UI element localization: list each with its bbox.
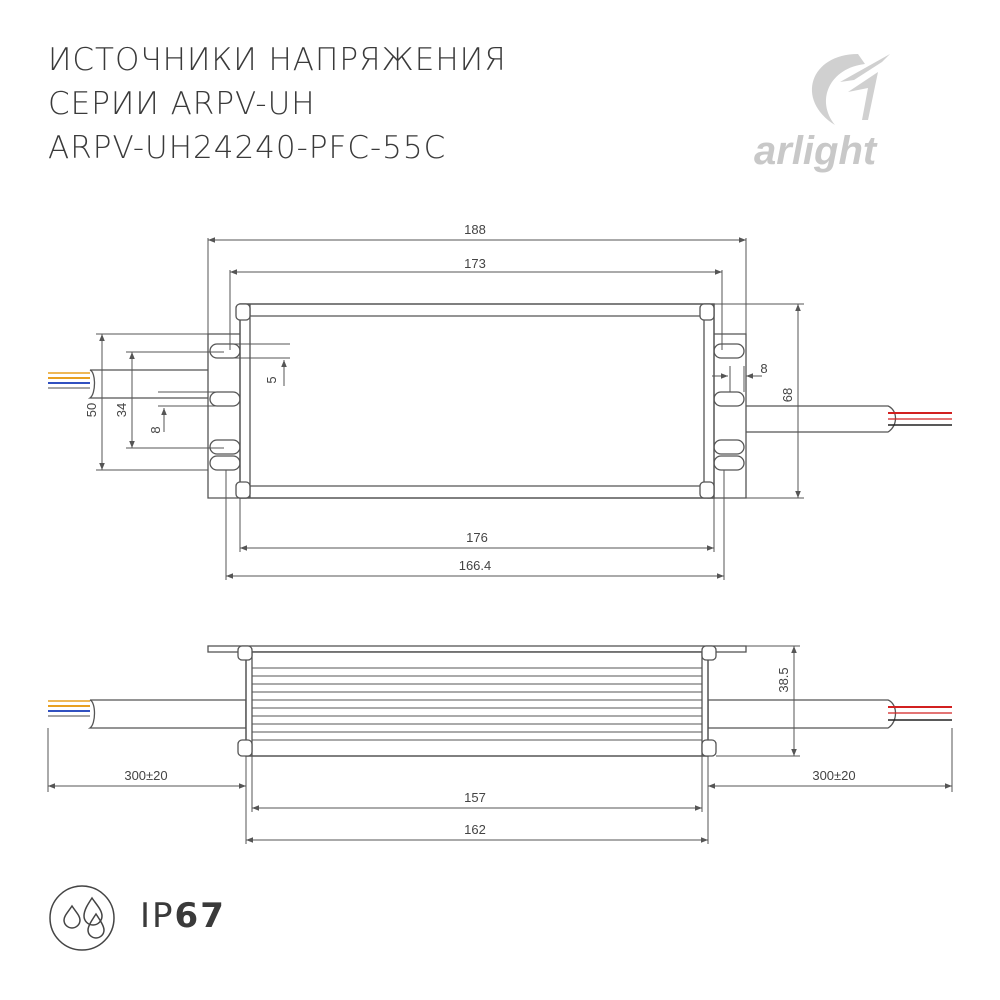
dim-8-right: 8 <box>760 361 767 376</box>
page-title: ИСТОЧНИКИ НАПРЯЖЕНИЯ СЕРИИ ARPV-UH ARPV-… <box>48 38 507 170</box>
dim-176: 176 <box>466 530 488 545</box>
psu-body-side <box>245 651 709 757</box>
top-view <box>48 237 952 580</box>
ip-prefix: IP <box>140 896 175 936</box>
dim-173: 173 <box>464 256 486 271</box>
dim-68: 68 <box>780 388 795 402</box>
dim-38-5: 38.5 <box>776 667 791 692</box>
side-right-wires <box>707 699 952 729</box>
water-drops-icon <box>49 885 115 951</box>
right-wires <box>739 405 952 433</box>
side-view <box>47 645 953 844</box>
title-line-3: ARPV-UH24240-PFC-55C <box>48 130 447 166</box>
dim-8-left: 8 <box>148 426 163 433</box>
side-left-wires <box>48 699 247 729</box>
dim-166-4: 166.4 <box>459 558 492 573</box>
dim-5: 5 <box>264 376 279 383</box>
dim-50: 50 <box>84 403 99 417</box>
dim-300-right: 300±20 <box>812 768 855 783</box>
title-line-1: ИСТОЧНИКИ НАПРЯЖЕНИЯ <box>48 42 507 78</box>
dim-lines-top <box>96 237 804 580</box>
logo-swoosh-icon <box>811 54 890 125</box>
dim-lines-side <box>47 645 953 844</box>
title-line-2: СЕРИИ ARPV-UH <box>48 86 316 122</box>
dim-300-left: 300±20 <box>124 768 167 783</box>
dim-188: 188 <box>464 222 486 237</box>
arlight-logo: arlight <box>754 54 890 173</box>
heat-fins <box>252 667 702 741</box>
psu-body-top <box>239 303 715 499</box>
ip-rating: IP67 <box>140 896 226 936</box>
logo-text: arlight <box>754 129 878 173</box>
dim-162: 162 <box>464 822 486 837</box>
dim-34: 34 <box>114 403 129 417</box>
ip-number: 67 <box>174 896 226 936</box>
dim-157: 157 <box>464 790 486 805</box>
left-wires <box>48 369 213 399</box>
